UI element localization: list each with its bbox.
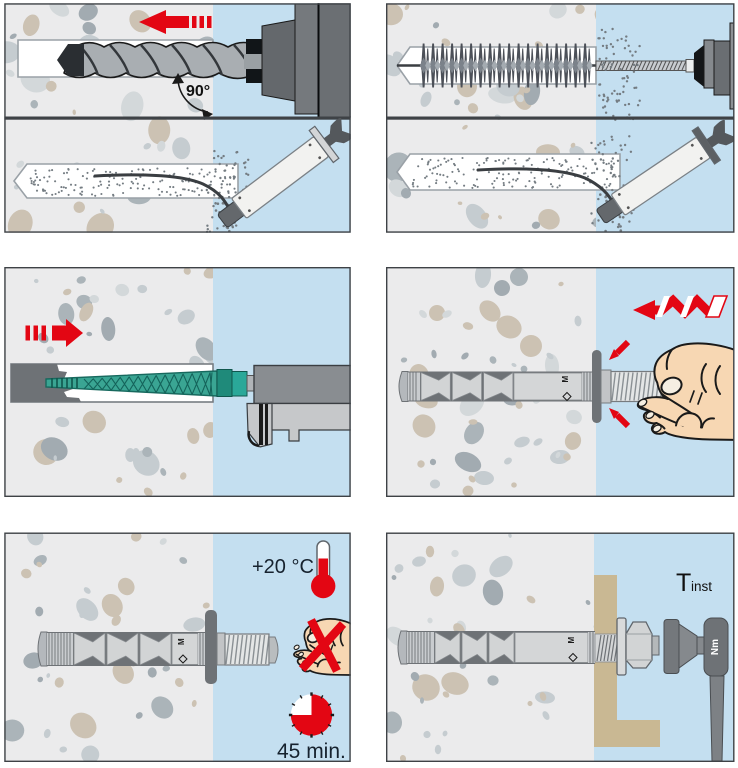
svg-text:T: T <box>676 569 691 597</box>
svg-text:M: M <box>567 637 576 644</box>
svg-text:Nm: Nm <box>710 639 721 655</box>
svg-text:45 min.: 45 min. <box>277 740 346 763</box>
svg-text:M: M <box>177 638 186 645</box>
svg-text:+20 °C: +20 °C <box>252 556 314 578</box>
svg-text:M: M <box>561 376 570 383</box>
svg-text:90°: 90° <box>186 83 210 100</box>
svg-text:inst: inst <box>691 579 712 594</box>
